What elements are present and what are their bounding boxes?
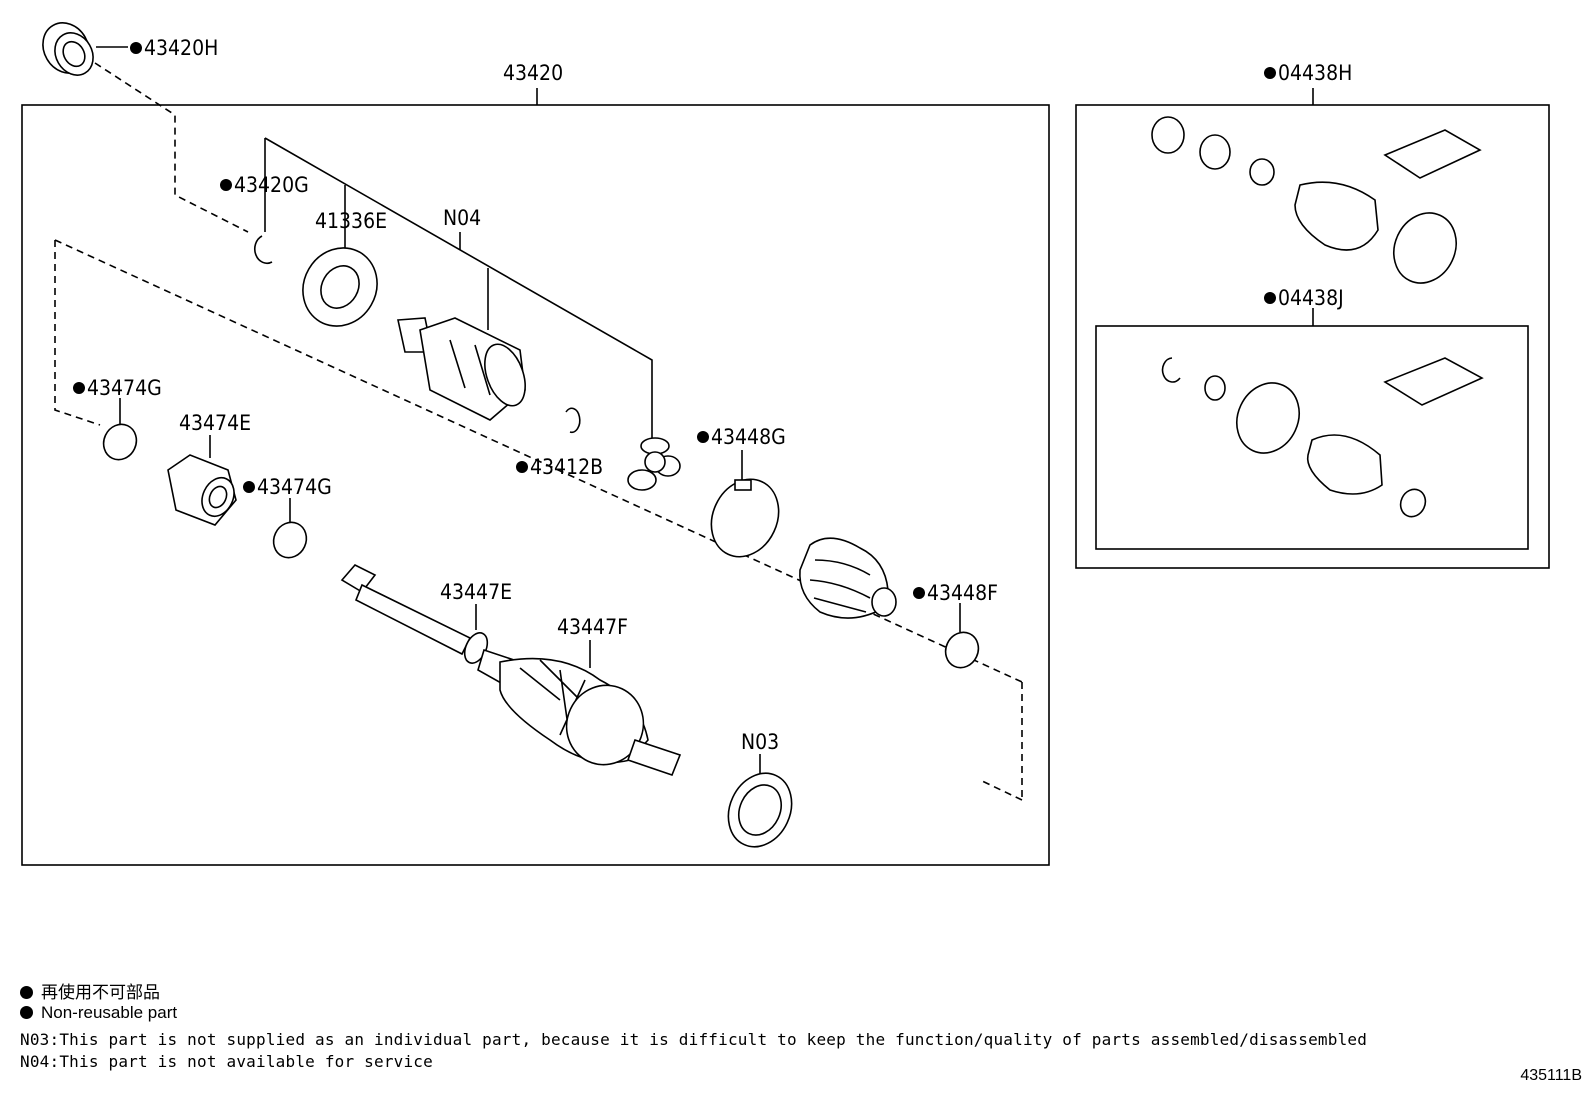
inner-joint-housing-icon	[397, 317, 526, 421]
part-label-43420H[interactable]: 43420H	[144, 36, 218, 60]
part-label-04438J[interactable]: 04438J	[1278, 286, 1344, 310]
part-label-43447E[interactable]: 43447E	[440, 580, 512, 604]
nonreusable-dot-43412B	[516, 461, 528, 473]
nonreusable-dot-43474G-b	[243, 481, 255, 493]
snap-ring-43420G-icon	[254, 235, 273, 265]
boot-clamp-43448F-icon	[944, 631, 980, 669]
nonreusable-dot-43474G-a	[73, 382, 85, 394]
legend-jp: 再使用不可部品	[20, 978, 160, 1003]
dust-deflector-41336E-icon	[302, 247, 378, 327]
note-N04: N04:This part is not available for servi…	[20, 1052, 433, 1071]
boot-clamp-43474G-b-icon	[272, 521, 308, 559]
illustration-code: 435111B	[1520, 1067, 1582, 1084]
part-label-N03[interactable]: N03	[741, 730, 779, 754]
part-label-43474E[interactable]: 43474E	[179, 411, 251, 435]
kit-J-large-clamp-icon	[1236, 382, 1300, 454]
note-N03: N03:This part is not supplied as an indi…	[20, 1030, 1368, 1049]
legend-jp-text: 再使用不可部品	[41, 983, 160, 1002]
boot-kit-frame-04438H	[1075, 104, 1550, 569]
boot-kit-frame-04438J	[1095, 325, 1529, 550]
part-label-04438H[interactable]: 04438H	[1278, 61, 1352, 85]
dashed-outline-top	[54, 239, 1023, 683]
part-label-N04[interactable]: N04	[443, 206, 481, 230]
kit-H-clamp-3-icon	[1249, 158, 1275, 186]
kit-J-ring-icon	[1204, 375, 1226, 401]
assembly-frame-43420	[21, 104, 1050, 866]
part-label-43474G-a[interactable]: 43474G	[87, 376, 162, 400]
nonreusable-dot-43448G	[697, 431, 709, 443]
nonreusable-dot-43420G	[220, 179, 232, 191]
nonreusable-dot-04438J	[1264, 292, 1276, 304]
kit-J-boot-icon	[1306, 434, 1383, 495]
nonreusable-dot-43420H	[130, 42, 142, 54]
kit-H-clamp-2-icon	[1199, 134, 1231, 170]
part-label-43474G-b[interactable]: 43474G	[257, 475, 332, 499]
part-label-43420[interactable]: 43420	[503, 61, 563, 85]
snap-ring-43412B-icon	[565, 407, 581, 434]
legend-en-text: Non-reusable part	[41, 1003, 178, 1022]
part-label-43412B[interactable]: 43412B	[530, 455, 603, 479]
kit-J-small-clamp-icon	[1399, 488, 1427, 518]
part-label-43420G[interactable]: 43420G	[234, 173, 309, 197]
oil-seal-43420H-icon	[42, 22, 94, 76]
part-label-43448G[interactable]: 43448G	[711, 425, 786, 449]
part-label-43448F[interactable]: 43448F	[927, 581, 998, 605]
kit-H-boot-icon	[1294, 181, 1379, 251]
drive-shaft-icon	[340, 564, 522, 690]
boot-clamp-43448G-icon	[710, 478, 780, 558]
kit-J-snap-ring-icon	[1161, 357, 1181, 383]
kit-J-grease-pack-icon	[1383, 357, 1484, 406]
kit-H-clamp-1-icon	[1151, 116, 1185, 154]
legend-en: Non-reusable part	[20, 1003, 177, 1023]
kit-H-large-clamp-icon	[1393, 212, 1457, 284]
part-label-41336E[interactable]: 41336E	[315, 209, 387, 233]
dashed-outline-left	[54, 240, 101, 426]
outer-joint-boot-icon	[499, 657, 682, 777]
legend-dot-icon	[20, 986, 33, 999]
seal-N03-icon	[727, 772, 793, 848]
dashed-outline-bottom	[979, 779, 1023, 801]
boot-clamp-43474G-a-icon	[102, 423, 138, 461]
leader-N04-bracket	[264, 137, 653, 440]
legend-dot-icon	[20, 1006, 33, 1019]
dynamic-damper-43474E-icon	[167, 454, 237, 526]
inner-boot-icon	[799, 537, 897, 619]
part-label-43447F[interactable]: 43447F	[557, 615, 628, 639]
nonreusable-dot-04438H	[1264, 67, 1276, 79]
dashed-line-43420H	[94, 62, 249, 233]
tripod-joint-icon	[627, 437, 681, 491]
kit-H-grease-pack-icon	[1383, 129, 1482, 179]
nonreusable-dot-43448F	[913, 587, 925, 599]
